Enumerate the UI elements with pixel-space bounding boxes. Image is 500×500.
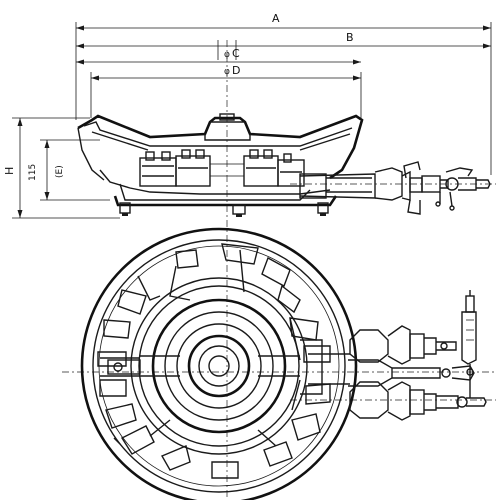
burner-pan-outline <box>77 114 364 180</box>
side-elevation-view <box>77 40 496 500</box>
rim-fins <box>97 243 331 479</box>
dimension-115-label: 115 <box>28 164 38 181</box>
dimension-e-label: (E) <box>55 165 65 178</box>
radial-arms <box>100 317 350 411</box>
dimension-c-label: C <box>232 47 240 60</box>
valve-assembly-side <box>299 161 491 215</box>
outer-rim-ring <box>80 227 358 500</box>
valve-assembly-plan <box>348 290 487 421</box>
dimension-lines-top: A B φ C φ D <box>75 12 492 175</box>
dimension-b-label: B <box>346 31 354 44</box>
dimension-h-label: H <box>3 167 16 175</box>
dimension-a-label: A <box>272 12 280 25</box>
plan-view <box>62 227 496 500</box>
burner-rings <box>130 277 308 455</box>
dimension-d-label: D <box>232 64 240 77</box>
dimension-lines-left: H 115 (E) <box>3 117 120 219</box>
burner-heads <box>139 149 305 187</box>
